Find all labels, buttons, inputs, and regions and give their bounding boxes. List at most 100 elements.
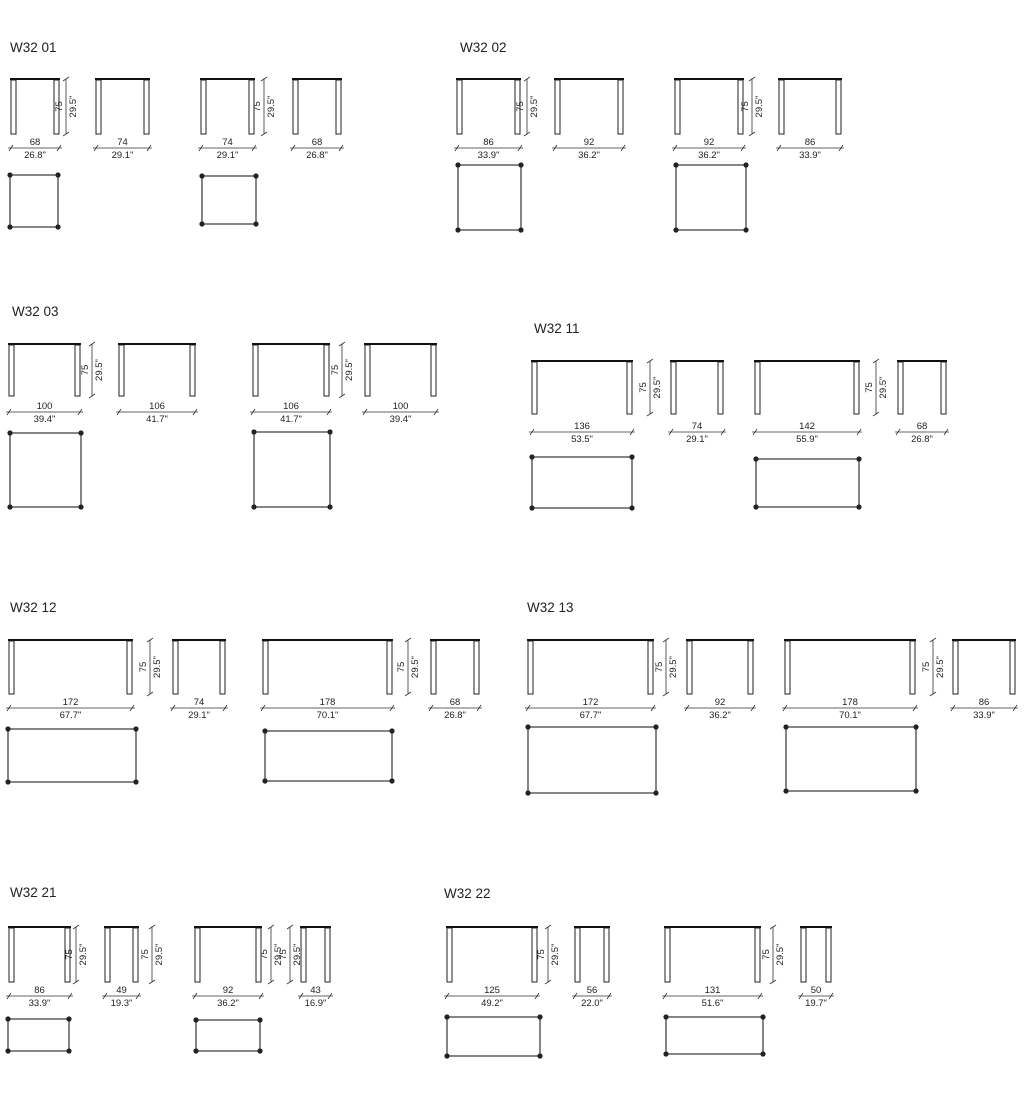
table-leg bbox=[527, 640, 534, 695]
table-plan-view bbox=[446, 1016, 541, 1057]
group-title: W32 12 bbox=[10, 600, 57, 615]
dimension-tick bbox=[748, 76, 756, 82]
dimension-tick bbox=[748, 131, 756, 137]
table-leg bbox=[909, 640, 916, 695]
dimension-tick bbox=[135, 992, 141, 1000]
height-label-inch: 29.5" bbox=[344, 359, 355, 381]
table-plan-view bbox=[785, 726, 917, 792]
table-leg bbox=[754, 927, 761, 983]
dimension-label-inch: 49.2" bbox=[481, 998, 503, 1009]
table-leg bbox=[132, 927, 139, 983]
dimension-label-inch: 39.4" bbox=[390, 414, 412, 425]
dimension-tick bbox=[260, 131, 268, 137]
table-plan-view bbox=[7, 1018, 70, 1052]
table-foot bbox=[629, 505, 635, 511]
dimension-tick bbox=[943, 428, 949, 436]
dimension-tick bbox=[929, 637, 937, 643]
dimension-tick bbox=[8, 144, 14, 152]
height-label-inch: 29.5" bbox=[68, 96, 79, 118]
dimension-tick bbox=[146, 691, 154, 697]
dimension-tick bbox=[552, 144, 558, 152]
dimension-tick bbox=[544, 924, 552, 930]
table-foot bbox=[262, 728, 268, 734]
dimension-tick bbox=[404, 637, 412, 643]
dimension-tick bbox=[88, 393, 96, 399]
dimension-label-inch: 19.3" bbox=[111, 998, 133, 1009]
dimension-label-inch: 16.9" bbox=[305, 998, 327, 1009]
table-foot bbox=[455, 162, 461, 168]
table-foot bbox=[653, 790, 659, 796]
table-foot bbox=[55, 172, 61, 178]
dimension-tick bbox=[192, 992, 198, 1000]
table-foot bbox=[537, 1053, 543, 1059]
table-leg bbox=[324, 927, 331, 983]
table-plan-view bbox=[527, 726, 657, 794]
dimension-tick bbox=[62, 131, 70, 137]
table-plan-view bbox=[9, 432, 82, 508]
dimension-tick bbox=[454, 144, 460, 152]
table-foot bbox=[5, 1016, 11, 1022]
table-foot bbox=[262, 778, 268, 784]
dimension-tick bbox=[286, 979, 294, 985]
group-title: W32 11 bbox=[534, 321, 580, 336]
table-foot bbox=[253, 173, 259, 179]
dimension-tick bbox=[769, 924, 777, 930]
dimension-tick bbox=[170, 704, 176, 712]
dimension-tick bbox=[67, 992, 73, 1000]
table-foot bbox=[7, 430, 13, 436]
table-leg bbox=[126, 640, 133, 695]
table-plan-view bbox=[675, 164, 747, 231]
table-foot bbox=[257, 1048, 263, 1054]
height-label-cm: 75 bbox=[138, 662, 149, 673]
dimension-label-cm: 100 bbox=[37, 401, 53, 412]
table-leg bbox=[446, 927, 453, 983]
height-label-cm: 75 bbox=[740, 101, 751, 112]
dimension-tick bbox=[782, 704, 788, 712]
dimension-tick bbox=[668, 428, 674, 436]
dimension-tick bbox=[672, 144, 678, 152]
height-label-cm: 75 bbox=[54, 101, 65, 112]
dimension-tick bbox=[838, 144, 844, 152]
dimension-tick bbox=[662, 637, 670, 643]
group-title: W32 22 bbox=[444, 886, 491, 901]
dimension-label-cm: 86 bbox=[34, 985, 45, 996]
table-leg bbox=[686, 640, 693, 695]
dimension-tick bbox=[192, 408, 198, 416]
dimension-tick bbox=[251, 144, 257, 152]
table-leg bbox=[118, 344, 125, 397]
table-leg bbox=[778, 79, 785, 135]
height-label-inch: 29.5" bbox=[292, 944, 303, 966]
table-foot bbox=[66, 1048, 72, 1054]
table-foot bbox=[5, 1048, 11, 1054]
table-foot bbox=[760, 1051, 766, 1057]
dimension-tick bbox=[529, 428, 535, 436]
height-label-cm: 75 bbox=[140, 949, 151, 960]
dimension-label-cm: 100 bbox=[393, 401, 409, 412]
table-leg bbox=[800, 927, 807, 983]
table-foot bbox=[257, 1017, 263, 1023]
table-foot bbox=[743, 162, 749, 168]
height-label-cm: 75 bbox=[330, 365, 341, 376]
height-label-inch: 29.5" bbox=[273, 944, 284, 966]
table-leg bbox=[473, 640, 480, 695]
height-label-cm: 75 bbox=[515, 101, 526, 112]
dimension-tick bbox=[62, 76, 70, 82]
table-plan-view bbox=[531, 456, 633, 509]
dimension-tick bbox=[298, 992, 304, 1000]
table-leg bbox=[647, 640, 654, 695]
dimension-tick bbox=[116, 408, 122, 416]
dimension-tick bbox=[222, 704, 228, 712]
table-foot bbox=[653, 724, 659, 730]
dimension-tick bbox=[250, 408, 256, 416]
dimension-label-cm: 172 bbox=[583, 697, 599, 708]
table-foot bbox=[5, 726, 11, 732]
dimension-label-inch: 36.2" bbox=[217, 998, 239, 1009]
table-leg bbox=[674, 79, 681, 135]
height-label-cm: 75 bbox=[278, 949, 289, 960]
